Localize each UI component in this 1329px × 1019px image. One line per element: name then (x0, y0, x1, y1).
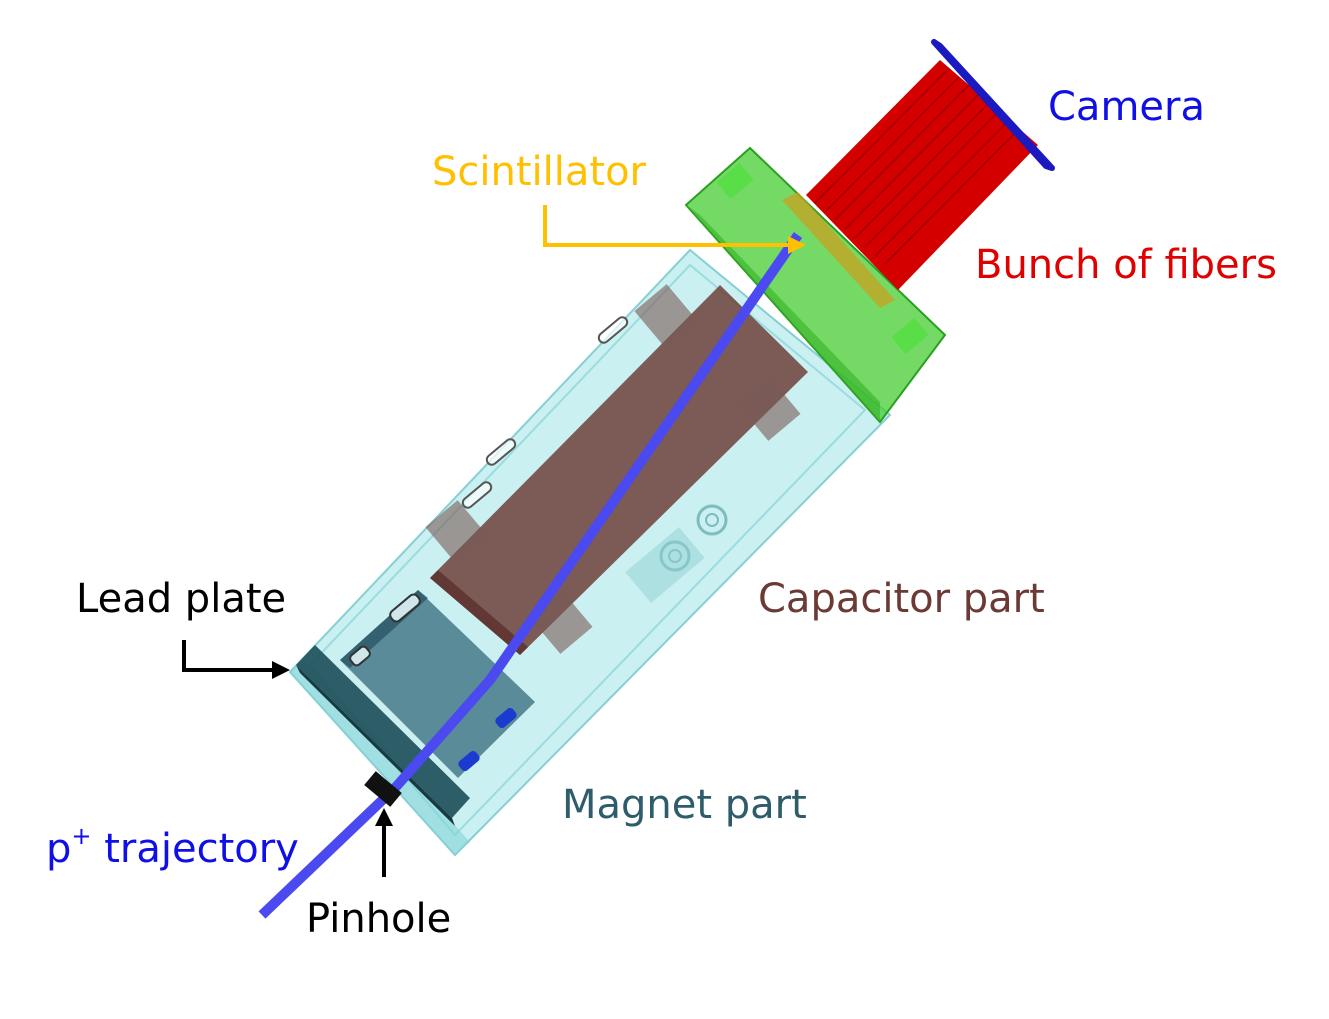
lead-plate-side (296, 665, 455, 826)
mount-slot (485, 438, 517, 466)
scintillator-box (684, 146, 947, 424)
lead-plate-face (296, 645, 470, 818)
scintillator-box-body (684, 146, 947, 424)
scintillator-box-notch (891, 317, 929, 355)
magnet-slot (349, 645, 371, 667)
magnet-slot (495, 707, 517, 729)
scintillator-box-notch (716, 162, 754, 200)
label-camera: Camera (1048, 84, 1205, 130)
label-capacitor-part: Capacitor part (758, 576, 1045, 622)
label-scintillator: Scintillator (432, 149, 647, 195)
housing-bosses (625, 504, 728, 603)
proton-trajectory (258, 232, 803, 919)
pinhole-arrow (375, 808, 393, 877)
boss (696, 504, 728, 536)
label-bunch-of-fibers: Bunch of fibers (975, 242, 1277, 288)
magnet-slot (458, 750, 480, 772)
label-trajectory-sup: + (71, 822, 91, 850)
housing-front-face (290, 660, 470, 855)
lead-plate (296, 645, 470, 826)
magnet-slot (389, 593, 421, 623)
pinhole (364, 771, 402, 807)
label-pinhole: Pinhole (306, 896, 451, 942)
label-trajectory-rest: trajectory (92, 826, 299, 872)
label-magnet-part: Magnet part (562, 782, 807, 828)
magnet-block-body (340, 590, 535, 778)
fiber-bundle-body (806, 60, 1038, 290)
bracket (425, 500, 489, 564)
label-trajectory-p: p (46, 826, 71, 872)
bracket (634, 284, 698, 348)
scintillator-plate (782, 192, 895, 308)
scintillator-box-front (686, 205, 880, 422)
fiber-bundle (782, 60, 1038, 308)
label-proton-trajectory: p+ trajectory (46, 822, 299, 872)
capacitor-board (425, 284, 808, 655)
fiber-lines (814, 67, 1020, 265)
capacitor-board-body (430, 285, 808, 655)
boss-block (625, 527, 705, 603)
scintillator-arrow (543, 205, 806, 254)
bracket (737, 377, 801, 441)
mount-slot (461, 481, 493, 509)
camera-plate (931, 39, 1055, 171)
capacitor-board-edge (430, 570, 528, 655)
lead-plate-arrow (182, 640, 290, 679)
boss (705, 513, 719, 527)
label-lead-plate: Lead plate (76, 576, 286, 622)
magnet-block (340, 590, 535, 778)
mount-slot (597, 316, 629, 344)
